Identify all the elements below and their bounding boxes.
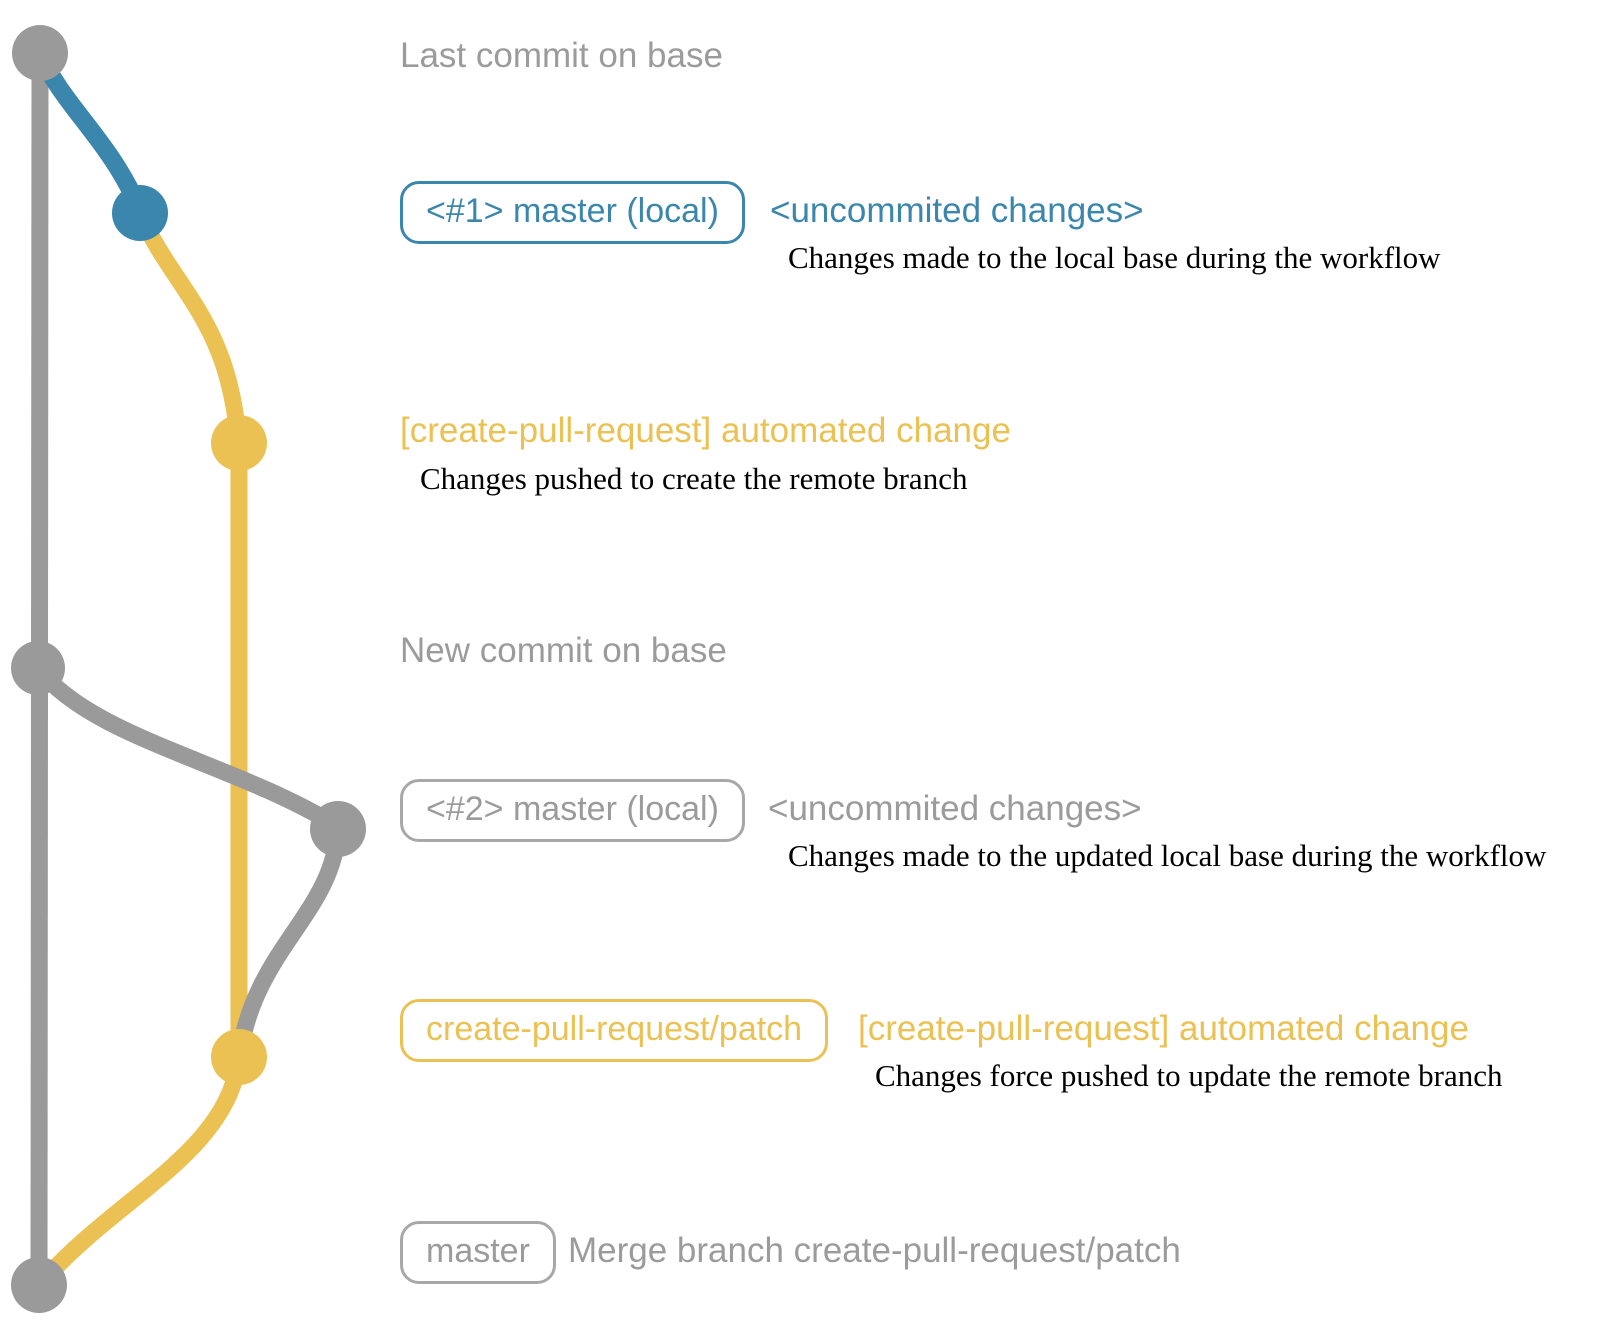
badge-master-local-1: <#1> master (local) <box>400 181 745 244</box>
commit-node-local-2 <box>310 801 366 857</box>
merge-label: Merge branch create-pull-request/patch <box>568 1231 1181 1270</box>
badge-patch-branch: create-pull-request/patch <box>400 999 829 1062</box>
automated-change-label-2: [create-pull-request] automated change <box>858 1009 1469 1048</box>
base-update-curve <box>29 659 344 834</box>
merge-curve <box>35 1048 248 1289</box>
commit-node-new-base <box>11 641 65 695</box>
commit2-description: Changes made to the updated local base d… <box>788 838 1547 873</box>
push1-description: Changes pushed to create the remote bran… <box>420 461 968 496</box>
commit1-description: Changes made to the local base during th… <box>788 240 1441 275</box>
badge-master: master <box>400 1221 556 1284</box>
uncommited-changes-note-2: <uncommited changes> <box>768 789 1142 828</box>
push-to-remote-curve <box>131 204 247 447</box>
commit-node-last-base <box>12 25 68 81</box>
uncommited-changes-note-1: <uncommited changes> <box>770 191 1144 230</box>
commit-node-merge <box>11 1257 67 1313</box>
push2-description: Changes force pushed to update the remot… <box>875 1058 1503 1093</box>
badge-master-local-2: <#2> master (local) <box>400 779 745 842</box>
new-commit-label: New commit on base <box>400 631 727 670</box>
force-push-curve <box>231 820 347 1061</box>
commit-node-patch-1 <box>211 415 267 471</box>
commit-node-patch-2 <box>211 1029 267 1085</box>
commit-node-local-1 <box>112 185 168 241</box>
automated-change-label-1: [create-pull-request] automated change <box>400 411 1011 450</box>
last-commit-label: Last commit on base <box>400 36 723 75</box>
